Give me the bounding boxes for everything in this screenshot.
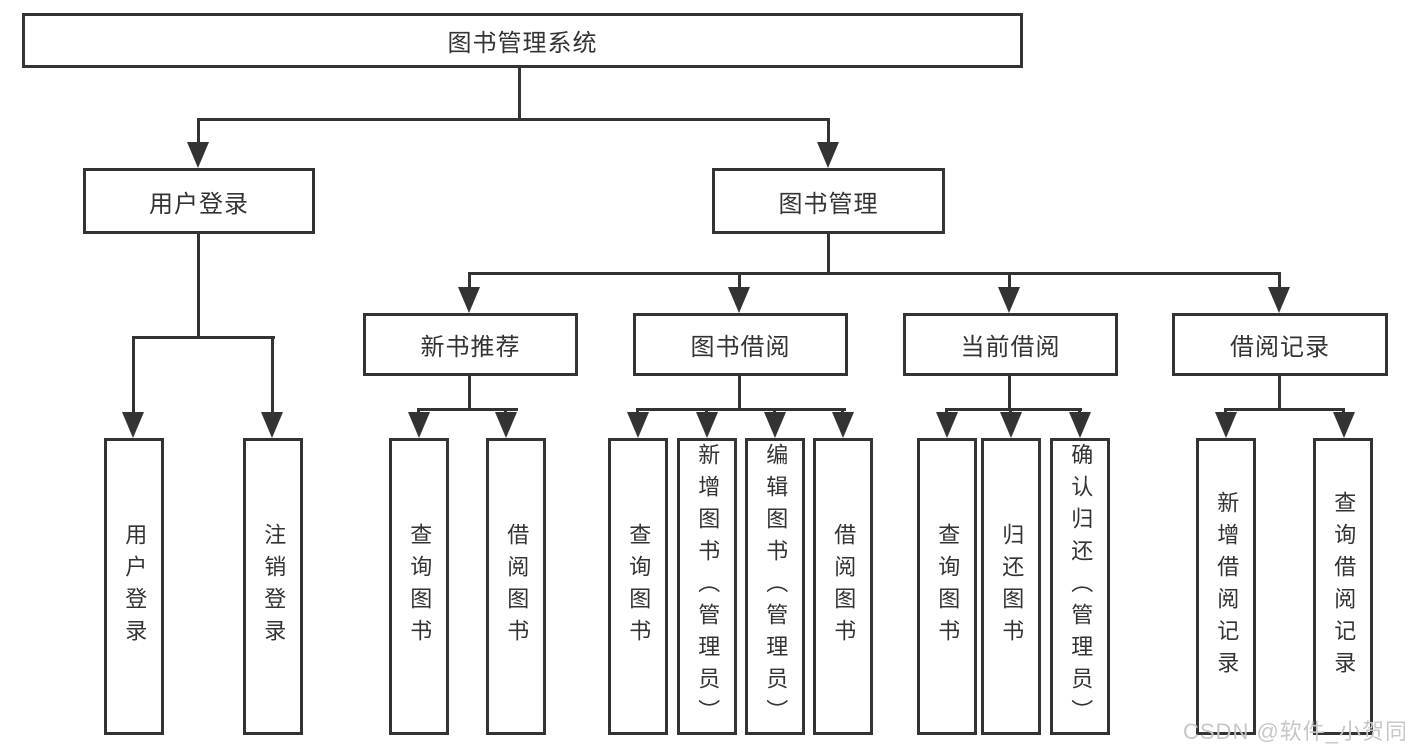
connector-line (468, 272, 471, 292)
node-leaf-add-books-admin: 新增图书（管理员） (677, 438, 737, 735)
node-label: 借阅图书 (504, 522, 530, 651)
node-label: 新增图书（管理员） (695, 442, 721, 731)
arrow-down-icon (728, 287, 750, 313)
arrow-down-icon (1069, 412, 1091, 438)
connector-line (271, 336, 274, 416)
arrow-down-icon (495, 412, 517, 438)
connector-line (132, 336, 135, 416)
node-label: 用户登录 (122, 522, 148, 651)
node-label: 注销登录 (261, 522, 287, 651)
node-label: 确认归还（管理员） (1068, 442, 1094, 731)
node-label: 当前借阅 (960, 334, 1061, 361)
node-leaf-confirm-return-admin: 确认归还（管理员） (1050, 438, 1110, 735)
arrow-down-icon (122, 412, 144, 438)
arrow-down-icon (764, 412, 786, 438)
node-library-management-system: 图书管理系统 (22, 13, 1023, 68)
connector-line (827, 118, 830, 148)
connector-line (518, 68, 521, 121)
node-label: 编辑图书（管理员） (763, 442, 789, 731)
node-leaf-user-login: 用户登录 (104, 438, 164, 735)
node-label: 图书管理 (778, 190, 879, 218)
connector-line (1278, 376, 1281, 411)
node-label: 新书推荐 (420, 334, 521, 361)
node-label: 查询图书 (626, 522, 652, 651)
node-label: 查询图书 (407, 522, 433, 651)
arrow-down-icon (1215, 412, 1237, 438)
arrow-down-icon (187, 142, 209, 168)
node-label: 查询图书 (935, 522, 961, 651)
node-label: 归还图书 (999, 522, 1025, 651)
arrow-down-icon (458, 287, 480, 313)
connector-line (1224, 408, 1345, 411)
node-label: 借阅记录 (1230, 334, 1330, 361)
node-leaf-borrow-books: 借阅图书 (813, 438, 873, 735)
connector-line (738, 272, 741, 292)
arrow-down-icon (627, 412, 649, 438)
arrow-down-icon (936, 412, 958, 438)
arrow-down-icon (408, 412, 430, 438)
arrow-down-icon (832, 412, 854, 438)
connector-line (636, 408, 846, 411)
connector-line (197, 118, 830, 121)
connector-line (1008, 376, 1011, 411)
node-new-book-recommend: 新书推荐 (363, 313, 578, 376)
csdn-watermark: CSDN @软件_小贺同学 (1183, 719, 1405, 744)
connector-line (417, 408, 518, 411)
connector-line (132, 336, 275, 339)
node-user-login: 用户登录 (83, 168, 315, 234)
node-leaf-return-books: 归还图书 (981, 438, 1041, 735)
connector-line (827, 234, 830, 275)
node-current-borrow: 当前借阅 (903, 313, 1118, 376)
arrow-down-icon (998, 287, 1020, 313)
node-book-management: 图书管理 (712, 168, 945, 234)
node-leaf-logout: 注销登录 (243, 438, 303, 735)
node-leaf-edit-books-admin: 编辑图书（管理员） (745, 438, 805, 735)
node-book-borrow: 图书借阅 (633, 313, 848, 376)
arrow-down-icon (1333, 412, 1355, 438)
node-label: 新增借阅记录 (1214, 490, 1240, 683)
node-leaf-add-borrow-record: 新增借阅记录 (1196, 438, 1256, 735)
connector-line (197, 234, 200, 339)
node-leaf-query-books-recommend: 查询图书 (389, 438, 449, 735)
connector-line (197, 118, 200, 148)
node-label: 查询借阅记录 (1331, 490, 1357, 683)
connector-line (468, 376, 471, 411)
node-label: 图书借阅 (690, 334, 791, 361)
node-leaf-query-books-current: 查询图书 (917, 438, 977, 735)
node-borrow-records: 借阅记录 (1172, 313, 1388, 376)
connector-line (945, 408, 1082, 411)
arrow-down-icon (696, 412, 718, 438)
node-label: 用户登录 (149, 190, 249, 218)
node-label: 图书管理系统 (447, 30, 598, 57)
connector-line (468, 272, 1281, 275)
connector-line (738, 376, 741, 411)
connector-line (1278, 272, 1281, 292)
connector-line (1008, 272, 1011, 292)
node-leaf-query-books-borrow: 查询图书 (608, 438, 668, 735)
node-leaf-query-borrow-record: 查询借阅记录 (1313, 438, 1373, 735)
arrow-down-icon (817, 142, 839, 168)
node-label: 借阅图书 (831, 522, 857, 651)
node-leaf-borrow-books-recommend: 借阅图书 (486, 438, 546, 735)
arrow-down-icon (1000, 412, 1022, 438)
arrow-down-icon (261, 412, 283, 438)
arrow-down-icon (1268, 287, 1290, 313)
